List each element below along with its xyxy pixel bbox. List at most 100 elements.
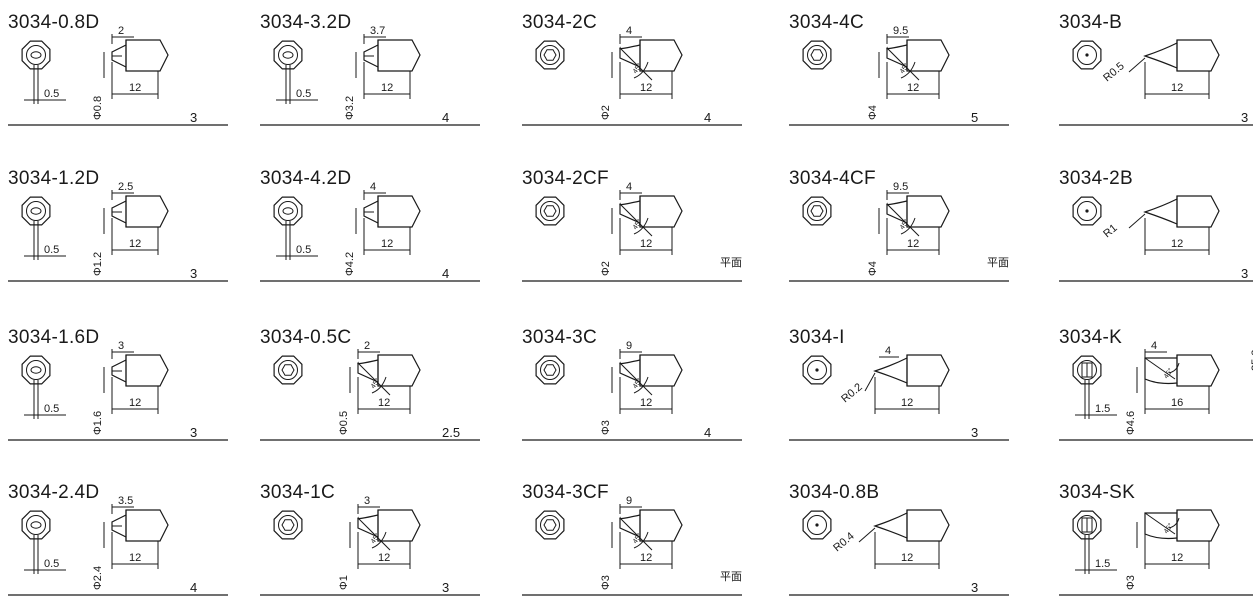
- tip-model-label: 3034-4.2D: [260, 168, 352, 189]
- tip-end-view-icon: [1072, 40, 1102, 70]
- length-label: 12: [129, 552, 141, 564]
- length-label: 12: [1171, 552, 1183, 564]
- heat-number: 4: [190, 580, 197, 595]
- tip-end-view-icon: [273, 196, 303, 226]
- tip-end-view-icon: [21, 510, 51, 540]
- heat-number: 4: [704, 110, 711, 125]
- tip-dim-label: 2.5: [118, 181, 133, 193]
- length-label: 12: [381, 82, 393, 94]
- tip-profile: [1143, 195, 1220, 228]
- tip-dim-label: 9: [626, 340, 632, 352]
- tip-model-label: 3034-B: [1059, 12, 1123, 33]
- tip-dim-label: 9.5: [893, 25, 908, 37]
- extra-dim-label: ?5.2: [1250, 350, 1253, 371]
- tip-model-label: 3034-1.6D: [8, 327, 100, 348]
- length-label: 12: [640, 82, 652, 94]
- diameter-label: Φ3.2: [344, 96, 356, 120]
- diameter-label: Φ4.6: [1125, 411, 1137, 435]
- tip-end-view-icon: [273, 355, 303, 385]
- leader-line: [1128, 57, 1146, 73]
- leader-line: [864, 372, 876, 392]
- tip-profile: [111, 195, 169, 228]
- length-label: 12: [378, 397, 390, 409]
- heat-number: 3: [190, 110, 197, 125]
- tip-model-label: 3034-0.5C: [260, 327, 352, 348]
- tip-model-label: 3034-0.8D: [8, 12, 100, 33]
- tip-profile: [111, 509, 169, 542]
- tip-end-view-icon: [535, 196, 565, 226]
- tip-profile: [357, 354, 421, 396]
- flat-label: 平面: [987, 256, 1009, 269]
- tip-dim-label: 2: [118, 25, 124, 37]
- tip-end-view-icon: [21, 40, 51, 70]
- length-label: 12: [1171, 238, 1183, 250]
- tip-profile: [886, 39, 950, 81]
- length-label: 12: [129, 82, 141, 94]
- heat-number: 3: [442, 580, 449, 595]
- length-label: 12: [901, 552, 913, 564]
- side-dim-label: 0.5: [44, 244, 59, 256]
- tip-profile: [873, 354, 950, 387]
- leader-line: [1128, 213, 1146, 229]
- length-label: 12: [640, 238, 652, 250]
- tip-profile: [357, 509, 421, 551]
- tip-end-view-icon: [802, 40, 832, 70]
- tip-dim-label: 4: [626, 181, 632, 193]
- diameter-label: Φ0.8: [92, 96, 104, 120]
- tip-profile: [1144, 354, 1220, 387]
- tip-model-label: 3034-2CF: [522, 168, 609, 189]
- tip-profile: [619, 509, 683, 551]
- heat-number: 4: [704, 425, 711, 440]
- flat-label: 平面: [720, 570, 742, 583]
- tip-model-label: 3034-2.4D: [8, 482, 100, 503]
- radius-label: R0.2: [839, 381, 865, 405]
- tip-end-view-icon: [802, 196, 832, 226]
- tip-end-view-icon: [273, 40, 303, 70]
- length-label: 12: [129, 238, 141, 250]
- side-dim-label: 0.5: [44, 88, 59, 100]
- tip-profile: [886, 195, 950, 237]
- tip-model-label: 3034-0.8B: [789, 482, 880, 503]
- diameter-label: Φ4: [867, 105, 879, 120]
- length-label: 12: [907, 82, 919, 94]
- heat-number: 3: [1241, 266, 1248, 281]
- length-label: 12: [378, 552, 390, 564]
- tip-profile: [873, 509, 950, 542]
- radius-label: R0.4: [831, 530, 857, 554]
- tip-model-label: 3034-2B: [1059, 168, 1133, 189]
- tip-model-label: 3034-1.2D: [8, 168, 100, 189]
- side-dim-label: 0.5: [296, 244, 311, 256]
- heat-number: 3: [190, 425, 197, 440]
- diameter-label: Φ4.2: [344, 252, 356, 276]
- heat-number: 4: [442, 266, 449, 281]
- side-dim-label: 0.5: [44, 403, 59, 415]
- length-label: 12: [907, 238, 919, 250]
- diameter-label: Φ1.6: [92, 411, 104, 435]
- tip-model-label: 3034-4CF: [789, 168, 876, 189]
- length-label: 12: [1171, 82, 1183, 94]
- tip-dim-label: 3.7: [370, 25, 385, 37]
- flat-label: 平面: [720, 256, 742, 269]
- heat-number: 3: [971, 425, 978, 440]
- heat-number: 3: [971, 580, 978, 595]
- tip-end-view-icon: [1072, 510, 1102, 540]
